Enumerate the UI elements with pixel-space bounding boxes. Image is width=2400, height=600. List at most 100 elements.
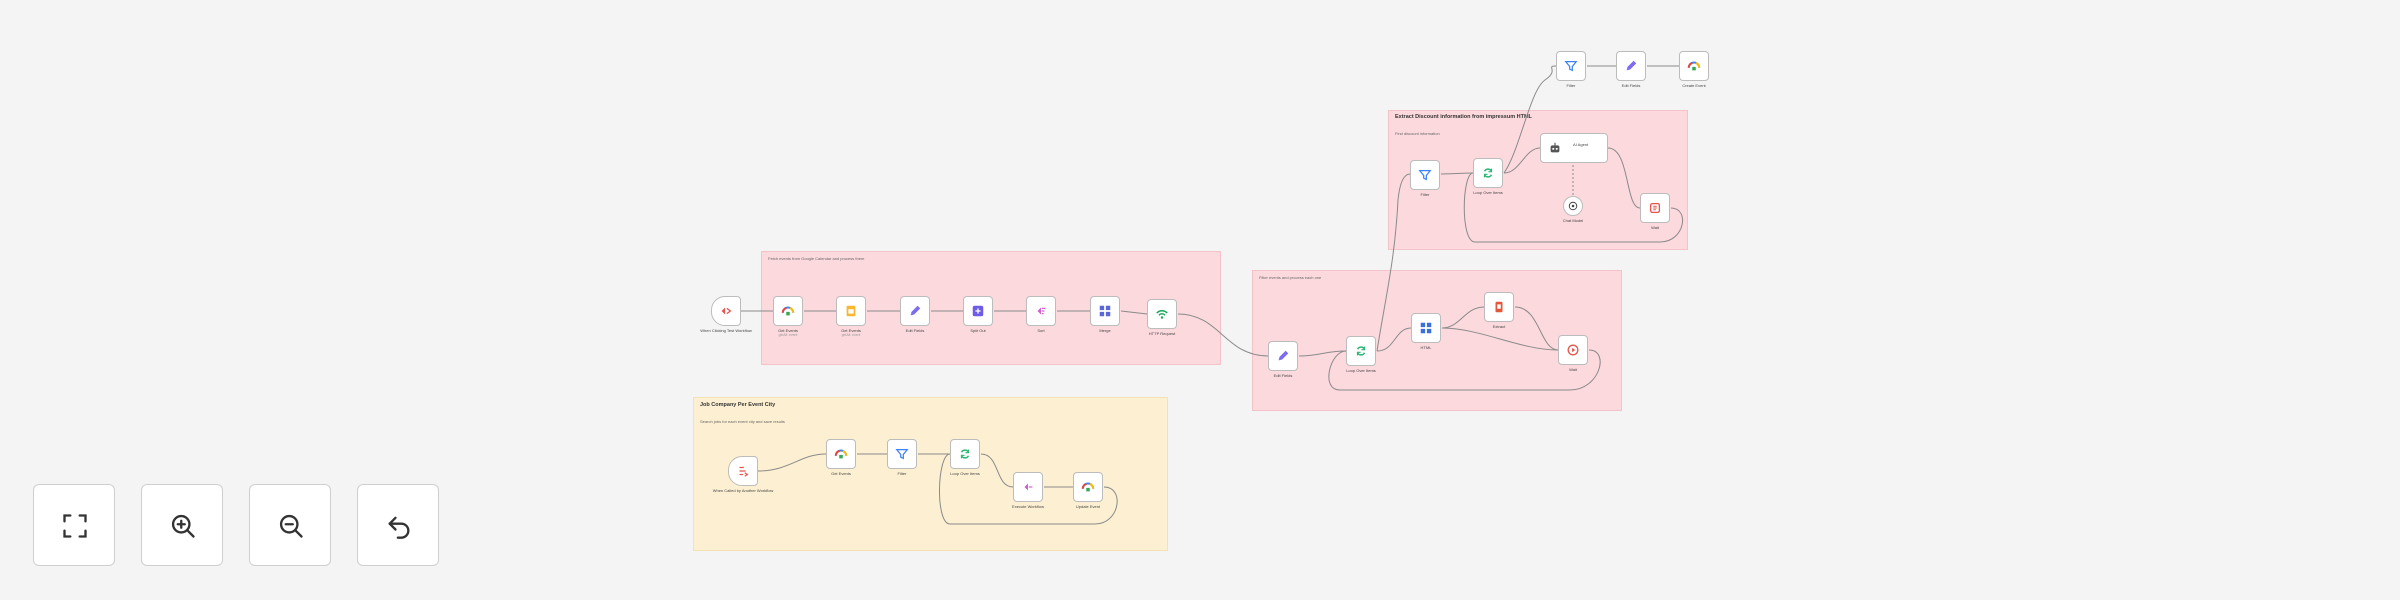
node-filter[interactable] — [1556, 51, 1586, 81]
wait-icon — [1649, 202, 1661, 214]
node-label: Execute Workflow — [1012, 504, 1044, 509]
node-label: HTML — [1420, 345, 1432, 350]
node-ai-agent[interactable]: AI Agent — [1540, 133, 1608, 163]
zoom-out-button[interactable] — [249, 484, 331, 566]
node-label: Loop Over Items — [1346, 368, 1376, 373]
node-loop-over-items[interactable] — [1346, 336, 1376, 366]
connection — [939, 453, 1118, 525]
sticky-note-description: Fetch events from Google Calendar and pr… — [768, 256, 865, 261]
node-label: Filter — [1566, 83, 1576, 88]
connection — [757, 453, 827, 472]
node-label: Loop Over Items — [950, 471, 980, 476]
connection — [1503, 147, 1541, 174]
merge-icon — [1099, 305, 1111, 317]
node-merge[interactable] — [1090, 296, 1120, 326]
node-execute-workflow[interactable] — [1013, 472, 1043, 502]
node-manual-trigger[interactable] — [711, 296, 741, 326]
node-http-request[interactable] — [1147, 299, 1177, 329]
undo-icon — [388, 516, 410, 539]
connection — [1328, 349, 1601, 391]
node-chat-model[interactable] — [1563, 196, 1583, 216]
fit-view-icon — [63, 514, 87, 538]
html-icon — [1420, 322, 1432, 334]
node-google-calendar[interactable] — [773, 296, 803, 326]
connection — [1298, 350, 1347, 357]
node-label: HTTP Request — [1148, 331, 1176, 336]
pencil-icon — [910, 305, 921, 316]
google-calendar-icon — [1081, 482, 1095, 492]
openai-icon — [1568, 201, 1578, 211]
fit-view-button[interactable] — [33, 484, 115, 566]
filter-icon — [1418, 170, 1432, 181]
node-label: Filter — [897, 471, 907, 476]
connection — [1376, 327, 1412, 352]
zoom-in-icon — [171, 514, 195, 538]
google-calendar-icon — [781, 306, 795, 316]
connection — [1376, 173, 1411, 352]
node-edit-fields[interactable] — [1616, 51, 1646, 81]
node-label: Update Event — [1075, 504, 1101, 509]
filter-icon — [895, 449, 909, 460]
zoom-in-button[interactable] — [141, 484, 223, 566]
node-label: Edit Fields — [1273, 373, 1293, 378]
node-filter[interactable] — [1410, 160, 1440, 190]
node-extract[interactable] — [1484, 292, 1514, 322]
sticky-note-description: Find discount information — [1395, 131, 1440, 136]
node-filter[interactable] — [887, 439, 917, 469]
node-label: Wait — [1569, 367, 1577, 372]
wait-icon — [1567, 344, 1579, 356]
connection — [1177, 313, 1269, 357]
workflow-trigger-icon — [739, 466, 749, 477]
node-label: Filter — [1420, 192, 1430, 197]
node-google-calendar[interactable] — [826, 439, 856, 469]
split-icon — [972, 305, 984, 317]
sticky-note-title: Extract Discount information from impres… — [1395, 114, 1532, 120]
node-label: When Called by Another Workflow — [712, 488, 774, 493]
node-label: Wait — [1651, 225, 1659, 230]
connection — [1440, 172, 1474, 175]
node-html[interactable] — [1411, 313, 1441, 343]
node-label: Merge — [1099, 328, 1111, 333]
connection — [1120, 310, 1148, 315]
node-label: Loop Over Items — [1473, 190, 1503, 195]
filter-icon — [1564, 61, 1578, 72]
node-label: Chat Model — [1562, 218, 1584, 223]
http-icon — [1156, 310, 1168, 319]
google-calendar-icon — [834, 449, 848, 459]
node-wait[interactable] — [1558, 335, 1588, 365]
node-edit-fields[interactable] — [1268, 341, 1298, 371]
loop-icon — [1483, 168, 1493, 178]
node-wait[interactable] — [1640, 193, 1670, 223]
node-google-calendar[interactable] — [1073, 472, 1103, 502]
node-edit-fields[interactable] — [900, 296, 930, 326]
sticky-note-title: Job Company Per Event City — [700, 402, 776, 408]
connection — [1441, 306, 1485, 329]
node-label: Sort — [1037, 328, 1045, 333]
sticky-note-description: Search jobs for each event city and save… — [700, 419, 785, 424]
node-label: AI Agent — [1573, 142, 1589, 147]
undo-button[interactable] — [357, 484, 439, 566]
node-loop-over-items[interactable] — [1473, 158, 1503, 188]
node-split-out[interactable] — [963, 296, 993, 326]
node-label: Get Events — [831, 471, 851, 476]
node-label: Edit Fields — [905, 328, 925, 333]
loop-icon — [1356, 346, 1366, 356]
node-label: Split Out — [970, 328, 986, 333]
sort-icon — [1037, 307, 1046, 315]
node-loop-over-items[interactable] — [950, 439, 980, 469]
node-label: Create Event — [1682, 83, 1706, 88]
node-google-sheets[interactable] — [836, 296, 866, 326]
sticky-note-description: Filter events and process each one — [1259, 275, 1322, 280]
connection — [1607, 147, 1641, 209]
node-google-calendar[interactable] — [1679, 51, 1709, 81]
connection — [1503, 65, 1557, 174]
connection — [980, 453, 1014, 488]
node-workflow-trigger[interactable] — [728, 456, 758, 486]
pencil-icon — [1278, 350, 1289, 361]
google-sheets-icon — [846, 305, 856, 317]
node-sort[interactable] — [1026, 296, 1056, 326]
